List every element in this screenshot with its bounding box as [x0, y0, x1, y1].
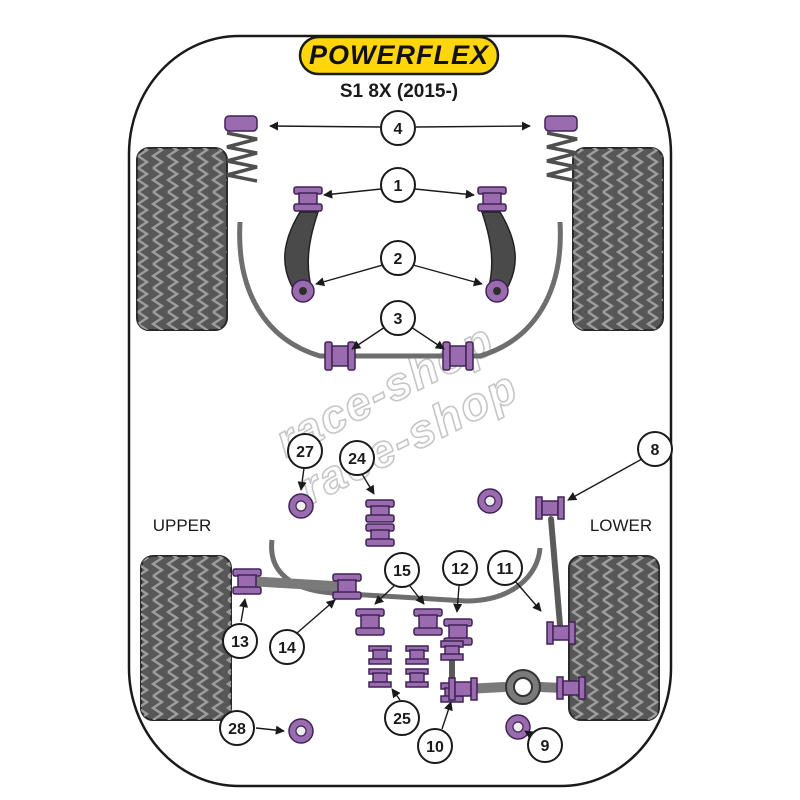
tire-front-left [136, 147, 228, 331]
callout-4: 4 [380, 110, 416, 146]
rear-arb-bushing-left [355, 608, 385, 636]
model-label: S1 8X (2015-) [340, 81, 458, 102]
callout-9: 9 [527, 727, 563, 763]
leader-4-right [415, 121, 531, 131]
callout-2: 2 [380, 240, 416, 276]
brand-logo-background [298, 35, 500, 76]
leader-3-right [410, 326, 445, 350]
leader-3-left [351, 326, 386, 350]
svg-text:10: 10 [426, 739, 444, 756]
rear-washer-bottom-right [505, 714, 531, 740]
front-anti-roll-bar [237, 221, 563, 359]
lower-label: LOWER [590, 516, 652, 535]
callout-15: 15 [384, 552, 420, 588]
svg-text:2: 2 [394, 251, 403, 268]
callout-11: 11 [487, 550, 523, 586]
front-spring-right [544, 115, 578, 183]
leader-28 [255, 725, 285, 735]
leader-25 [391, 688, 401, 701]
front-upper-bushing-left [293, 186, 323, 212]
leader-4-left [269, 121, 381, 131]
brand-logo-text: POWERFLEX [309, 40, 490, 70]
leader-14 [296, 599, 336, 634]
svg-text:27: 27 [296, 444, 314, 461]
callout-24: 24 [339, 440, 375, 476]
leader-24 [361, 473, 375, 495]
svg-text:8: 8 [651, 442, 660, 459]
arb-bushing-right [442, 341, 474, 371]
rear-lower-arm [448, 669, 586, 705]
rear-bush-stack-24 [365, 499, 395, 547]
callout-3: 3 [380, 300, 416, 336]
rear-anti-roll-bar [269, 539, 543, 604]
leader-2-left [315, 264, 384, 287]
callout-13: 13 [222, 623, 258, 659]
callout-27: 27 [287, 433, 323, 469]
tire-rear-left [140, 555, 232, 721]
rear-washer-bottom-left [288, 718, 314, 744]
tire-rear-right [568, 555, 660, 721]
svg-text:4: 4 [394, 121, 403, 138]
rear-link-right [535, 496, 576, 645]
rear-beam-bushing-right [332, 573, 362, 600]
svg-text:1: 1 [394, 178, 403, 195]
callout-14: 14 [269, 629, 305, 665]
callout-12: 12 [442, 550, 478, 586]
upper-label: UPPER [153, 516, 212, 535]
callout-1: 1 [380, 167, 416, 203]
leader-13 [239, 598, 249, 623]
svg-text:15: 15 [393, 563, 411, 580]
top-mount-right [544, 115, 578, 132]
rear-arb-bushing-right [413, 608, 443, 636]
front-control-arm-left [284, 211, 320, 303]
arb-bushing-left [324, 341, 356, 371]
callout-28: 28 [219, 710, 255, 746]
leader-1-right [414, 188, 475, 199]
tire-front-right [572, 147, 664, 331]
top-mount-left [224, 115, 258, 132]
leader-10 [441, 701, 453, 730]
rear-beam-bushing-left [232, 568, 262, 595]
svg-text:12: 12 [451, 561, 469, 578]
callout-25: 25 [384, 700, 420, 736]
small-bush-set [368, 645, 429, 688]
leader-15-right [409, 585, 425, 605]
coil-spring-left [226, 131, 258, 183]
leader-8 [567, 458, 643, 501]
front-spring-left [224, 115, 258, 183]
svg-text:25: 25 [393, 711, 411, 728]
svg-text:24: 24 [348, 451, 366, 468]
leader-1-left [323, 188, 382, 199]
callout-10: 10 [417, 728, 453, 764]
leader-15-left [374, 585, 395, 605]
leader-11 [514, 580, 542, 612]
rear-beam [242, 576, 355, 592]
svg-text:13: 13 [231, 634, 249, 651]
front-control-arm-right [480, 211, 516, 303]
svg-text:28: 28 [228, 721, 246, 738]
svg-text:3: 3 [394, 311, 403, 328]
svg-text:11: 11 [497, 561, 514, 578]
brand-logo: POWERFLEX [298, 35, 500, 76]
svg-text:9: 9 [541, 738, 550, 755]
rear-washer-right-upper [477, 488, 503, 514]
svg-text:14: 14 [278, 640, 296, 657]
leader-27 [297, 467, 307, 491]
leader-2-right [412, 264, 483, 287]
leader-12 [453, 585, 463, 613]
leader-lines [239, 121, 643, 740]
front-upper-bushing-right [477, 186, 507, 212]
rear-washer-left-upper [288, 493, 314, 519]
coil-spring-right [546, 131, 578, 183]
callout-8: 8 [637, 431, 673, 467]
